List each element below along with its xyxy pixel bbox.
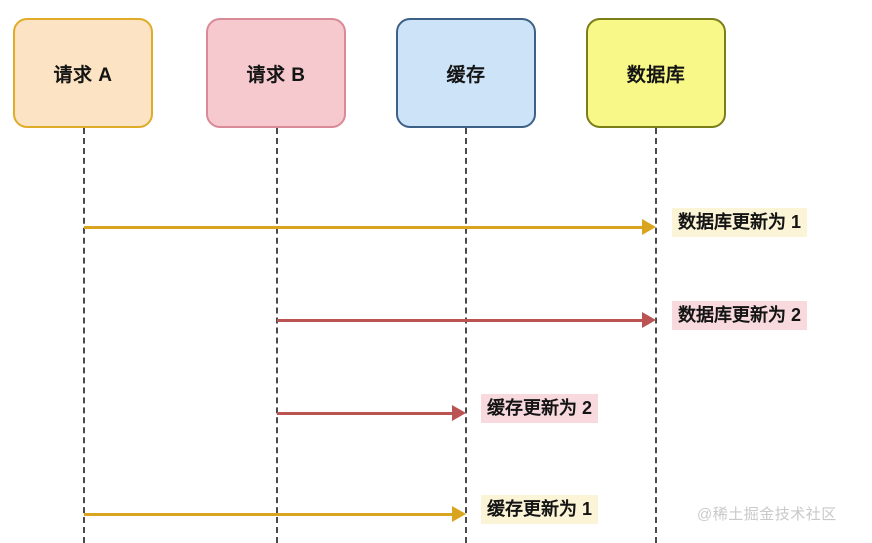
message-line-msg-3 [277, 412, 454, 415]
message-label-msg-4: 缓存更新为 1 [481, 495, 599, 524]
participant-request-b[interactable]: 请求 B [206, 18, 346, 128]
lifeline-request-b [276, 128, 278, 543]
message-line-msg-4 [84, 513, 454, 516]
message-label-msg-2: 数据库更新为 2 [672, 301, 808, 330]
message-label-msg-1: 数据库更新为 1 [672, 208, 808, 237]
message-line-msg-1 [84, 226, 644, 229]
participant-database[interactable]: 数据库 [586, 18, 726, 128]
message-arrowhead-msg-3 [452, 405, 466, 421]
message-arrowhead-msg-4 [452, 506, 466, 522]
lifeline-database [655, 128, 657, 543]
participant-label: 数据库 [626, 64, 686, 86]
participant-label: 请求 B [246, 64, 306, 86]
lifeline-cache [465, 128, 467, 543]
message-arrowhead-msg-1 [642, 219, 656, 235]
watermark: @稀土掘金技术社区 [697, 506, 837, 523]
lifeline-request-a [83, 128, 85, 543]
message-arrowhead-msg-2 [642, 312, 656, 328]
message-line-msg-2 [277, 319, 644, 322]
participant-request-a[interactable]: 请求 A [13, 18, 153, 128]
message-label-msg-3: 缓存更新为 2 [481, 394, 599, 423]
participant-label: 请求 A [53, 64, 113, 86]
participant-label: 缓存 [446, 64, 486, 86]
participant-cache[interactable]: 缓存 [396, 18, 536, 128]
